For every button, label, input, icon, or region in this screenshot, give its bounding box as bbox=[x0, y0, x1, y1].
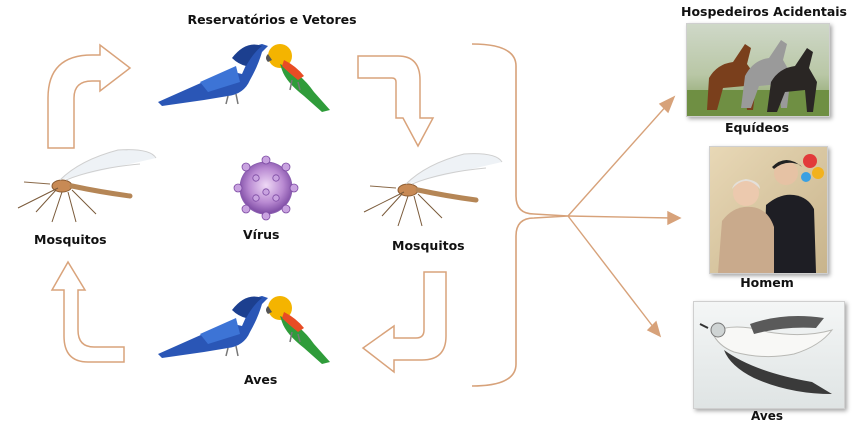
accidental-hosts-heading: Hospedeiros Acidentais bbox=[681, 4, 847, 19]
arrow-down-left bbox=[363, 272, 446, 372]
birds-bottom bbox=[158, 296, 330, 364]
elderly-couple-photo bbox=[709, 146, 828, 274]
title-reservoirs-vectors: Reservatórios e Vetores bbox=[187, 12, 356, 27]
arrow-right-down bbox=[358, 56, 433, 146]
label-aves-host: Aves bbox=[751, 409, 783, 423]
mosquito-right-icon bbox=[364, 154, 502, 226]
blue-bird-icon bbox=[158, 44, 268, 106]
mosquito-left-icon bbox=[18, 150, 156, 222]
parrot-icon bbox=[266, 44, 330, 112]
label-homem: Homem bbox=[740, 275, 794, 290]
label-mosquitos-left: Mosquitos bbox=[34, 232, 107, 247]
label-aves-cycle: Aves bbox=[244, 372, 277, 387]
arrow-left-up bbox=[52, 262, 124, 362]
label-equideos: Equídeos bbox=[725, 120, 789, 135]
accidental-bracket bbox=[472, 44, 568, 386]
label-mosquitos-right: Mosquitos bbox=[392, 238, 465, 253]
dead-bird-photo bbox=[693, 301, 845, 409]
arrow-up-right bbox=[48, 45, 130, 148]
virus-icon bbox=[234, 156, 298, 220]
birds-top bbox=[158, 44, 330, 112]
parrot-icon bbox=[266, 296, 330, 364]
blue-bird-icon bbox=[158, 296, 268, 358]
horses-photo bbox=[686, 23, 830, 117]
label-virus: Vírus bbox=[243, 227, 279, 242]
branch-arrows bbox=[568, 97, 680, 336]
